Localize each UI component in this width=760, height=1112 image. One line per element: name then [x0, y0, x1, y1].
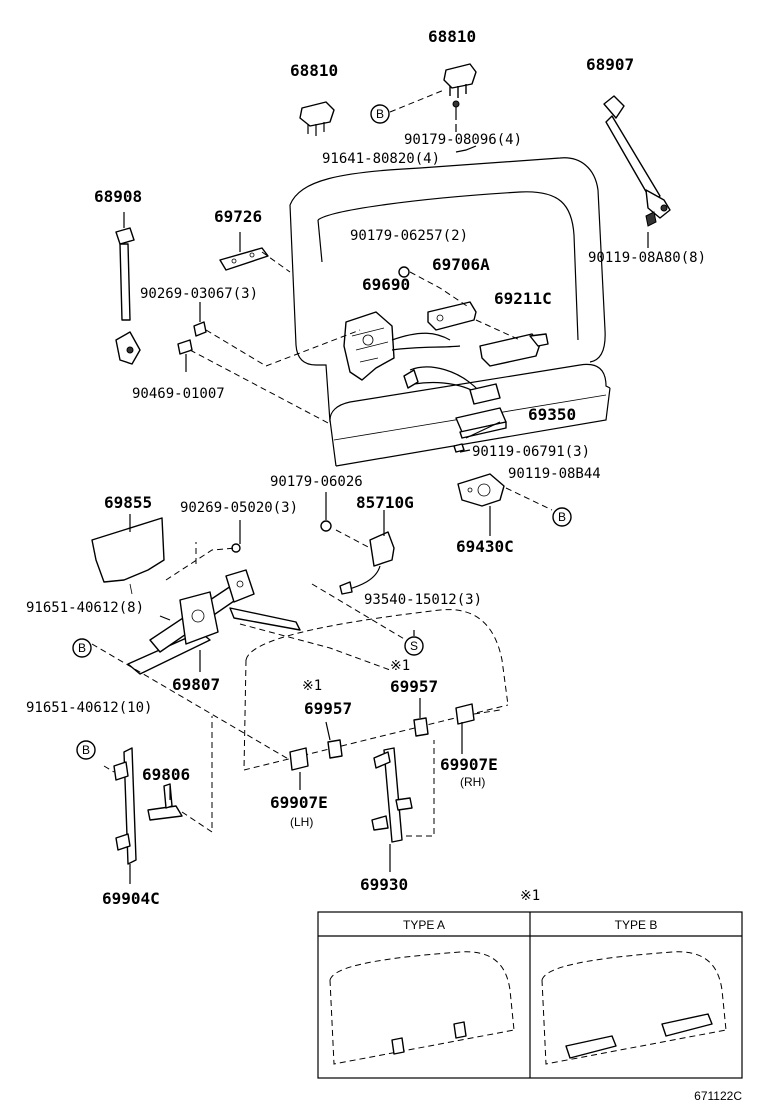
label-69430C: 69430C [456, 537, 514, 556]
rh-note: (RH) [460, 775, 485, 789]
label-69957-left: 69957 [304, 699, 352, 718]
door-glass [243, 609, 509, 771]
control-69211C [479, 333, 549, 367]
label-69690: 69690 [362, 275, 410, 294]
marker-b-label: B [78, 641, 86, 655]
marker-b-label: B [558, 510, 566, 524]
label-93540-15012: 93540-15012(3) [364, 592, 482, 608]
label-90469-01007: 90469-01007 [132, 386, 225, 402]
label-69957-right: 69957 [390, 677, 438, 696]
label-68908: 68908 [94, 187, 142, 206]
label-69726: 69726 [214, 207, 262, 226]
label-69930: 69930 [360, 875, 408, 894]
label-90179-08096: 90179-08096(4) [404, 132, 522, 148]
part-labels: 68810 68810 68907 90179-08096(4) 91641-8… [26, 27, 706, 908]
label-90119-06791: 90119-06791(3) [472, 444, 590, 460]
connector-lines [123, 124, 649, 884]
label-90119-08B44: 90119-08B44 [508, 466, 601, 482]
channel-69904C [113, 747, 137, 865]
marker-b-label: B [376, 107, 384, 121]
mount-68810-left [299, 101, 335, 136]
marker-b-1: B [370, 104, 390, 124]
label-91651-40612-8: 91651-40612(8) [26, 600, 144, 616]
channel-69930 [371, 747, 413, 843]
type-b-glass [541, 951, 727, 1065]
label-69211C: 69211C [494, 289, 552, 308]
label-69907E-right: 69907E [440, 755, 498, 774]
regulator-69807 [127, 543, 301, 675]
lock-69690 [343, 311, 461, 381]
label-85710G: 85710G [356, 493, 414, 512]
label-90179-06257: 90179-06257(2) [350, 228, 468, 244]
marker-b-label: B [82, 743, 90, 757]
label-90119-08A80: 90119-08A80(8) [588, 250, 706, 266]
ref-note-left: ※1 [302, 678, 322, 694]
mount-68810-top [443, 63, 477, 120]
label-68810-left: 68810 [290, 61, 338, 80]
screws-upper [177, 266, 465, 453]
bracket-69726 [219, 247, 269, 271]
marker-b-3: B [72, 638, 92, 658]
label-91651-40612-10: 91651-40612(10) [26, 700, 152, 716]
label-69706A: 69706A [432, 255, 490, 274]
strut-68908 [115, 227, 141, 365]
type-a-glass [329, 951, 515, 1065]
label-90269-03067: 90269-03067(3) [140, 286, 258, 302]
label-90269-05020: 90269-05020(3) [180, 500, 298, 516]
label-69855: 69855 [104, 493, 152, 512]
handle-69706A [427, 301, 477, 331]
label-68810-top: 68810 [428, 27, 476, 46]
label-69807: 69807 [172, 675, 220, 694]
bracket-69806 [147, 783, 183, 821]
marker-s-1: S [404, 636, 424, 656]
cable-69350 [403, 366, 507, 439]
channels [289, 703, 475, 771]
label-91641-80820: 91641-80820(4) [322, 151, 440, 167]
striker-69430C [457, 473, 505, 507]
trim-69855 [91, 517, 165, 595]
ref-note-1: ※1 [390, 658, 410, 674]
label-69907E-left: 69907E [270, 793, 328, 812]
label-68907: 68907 [586, 55, 634, 74]
marker-b-4: B [76, 740, 96, 760]
ref-note-table: ※1 [520, 888, 540, 904]
label-69806: 69806 [142, 765, 190, 784]
type-inset-table: ※1 TYPE A TYPE B [317, 888, 743, 1079]
lh-note: (LH) [290, 815, 313, 829]
type-a-header: TYPE A [403, 918, 445, 932]
label-90179-06026: 90179-06026 [270, 474, 363, 490]
type-b-header: TYPE B [615, 918, 658, 932]
leader-lines [91, 89, 553, 837]
back-door-outline [289, 157, 611, 467]
marker-b-2: B [552, 507, 572, 527]
strut-68907 [603, 95, 671, 227]
marker-s-label: S [410, 639, 418, 653]
diagram-code: 671122C [694, 1089, 742, 1103]
motor-85710G [320, 520, 395, 595]
label-69350: 69350 [528, 405, 576, 424]
label-69904C: 69904C [102, 889, 160, 908]
